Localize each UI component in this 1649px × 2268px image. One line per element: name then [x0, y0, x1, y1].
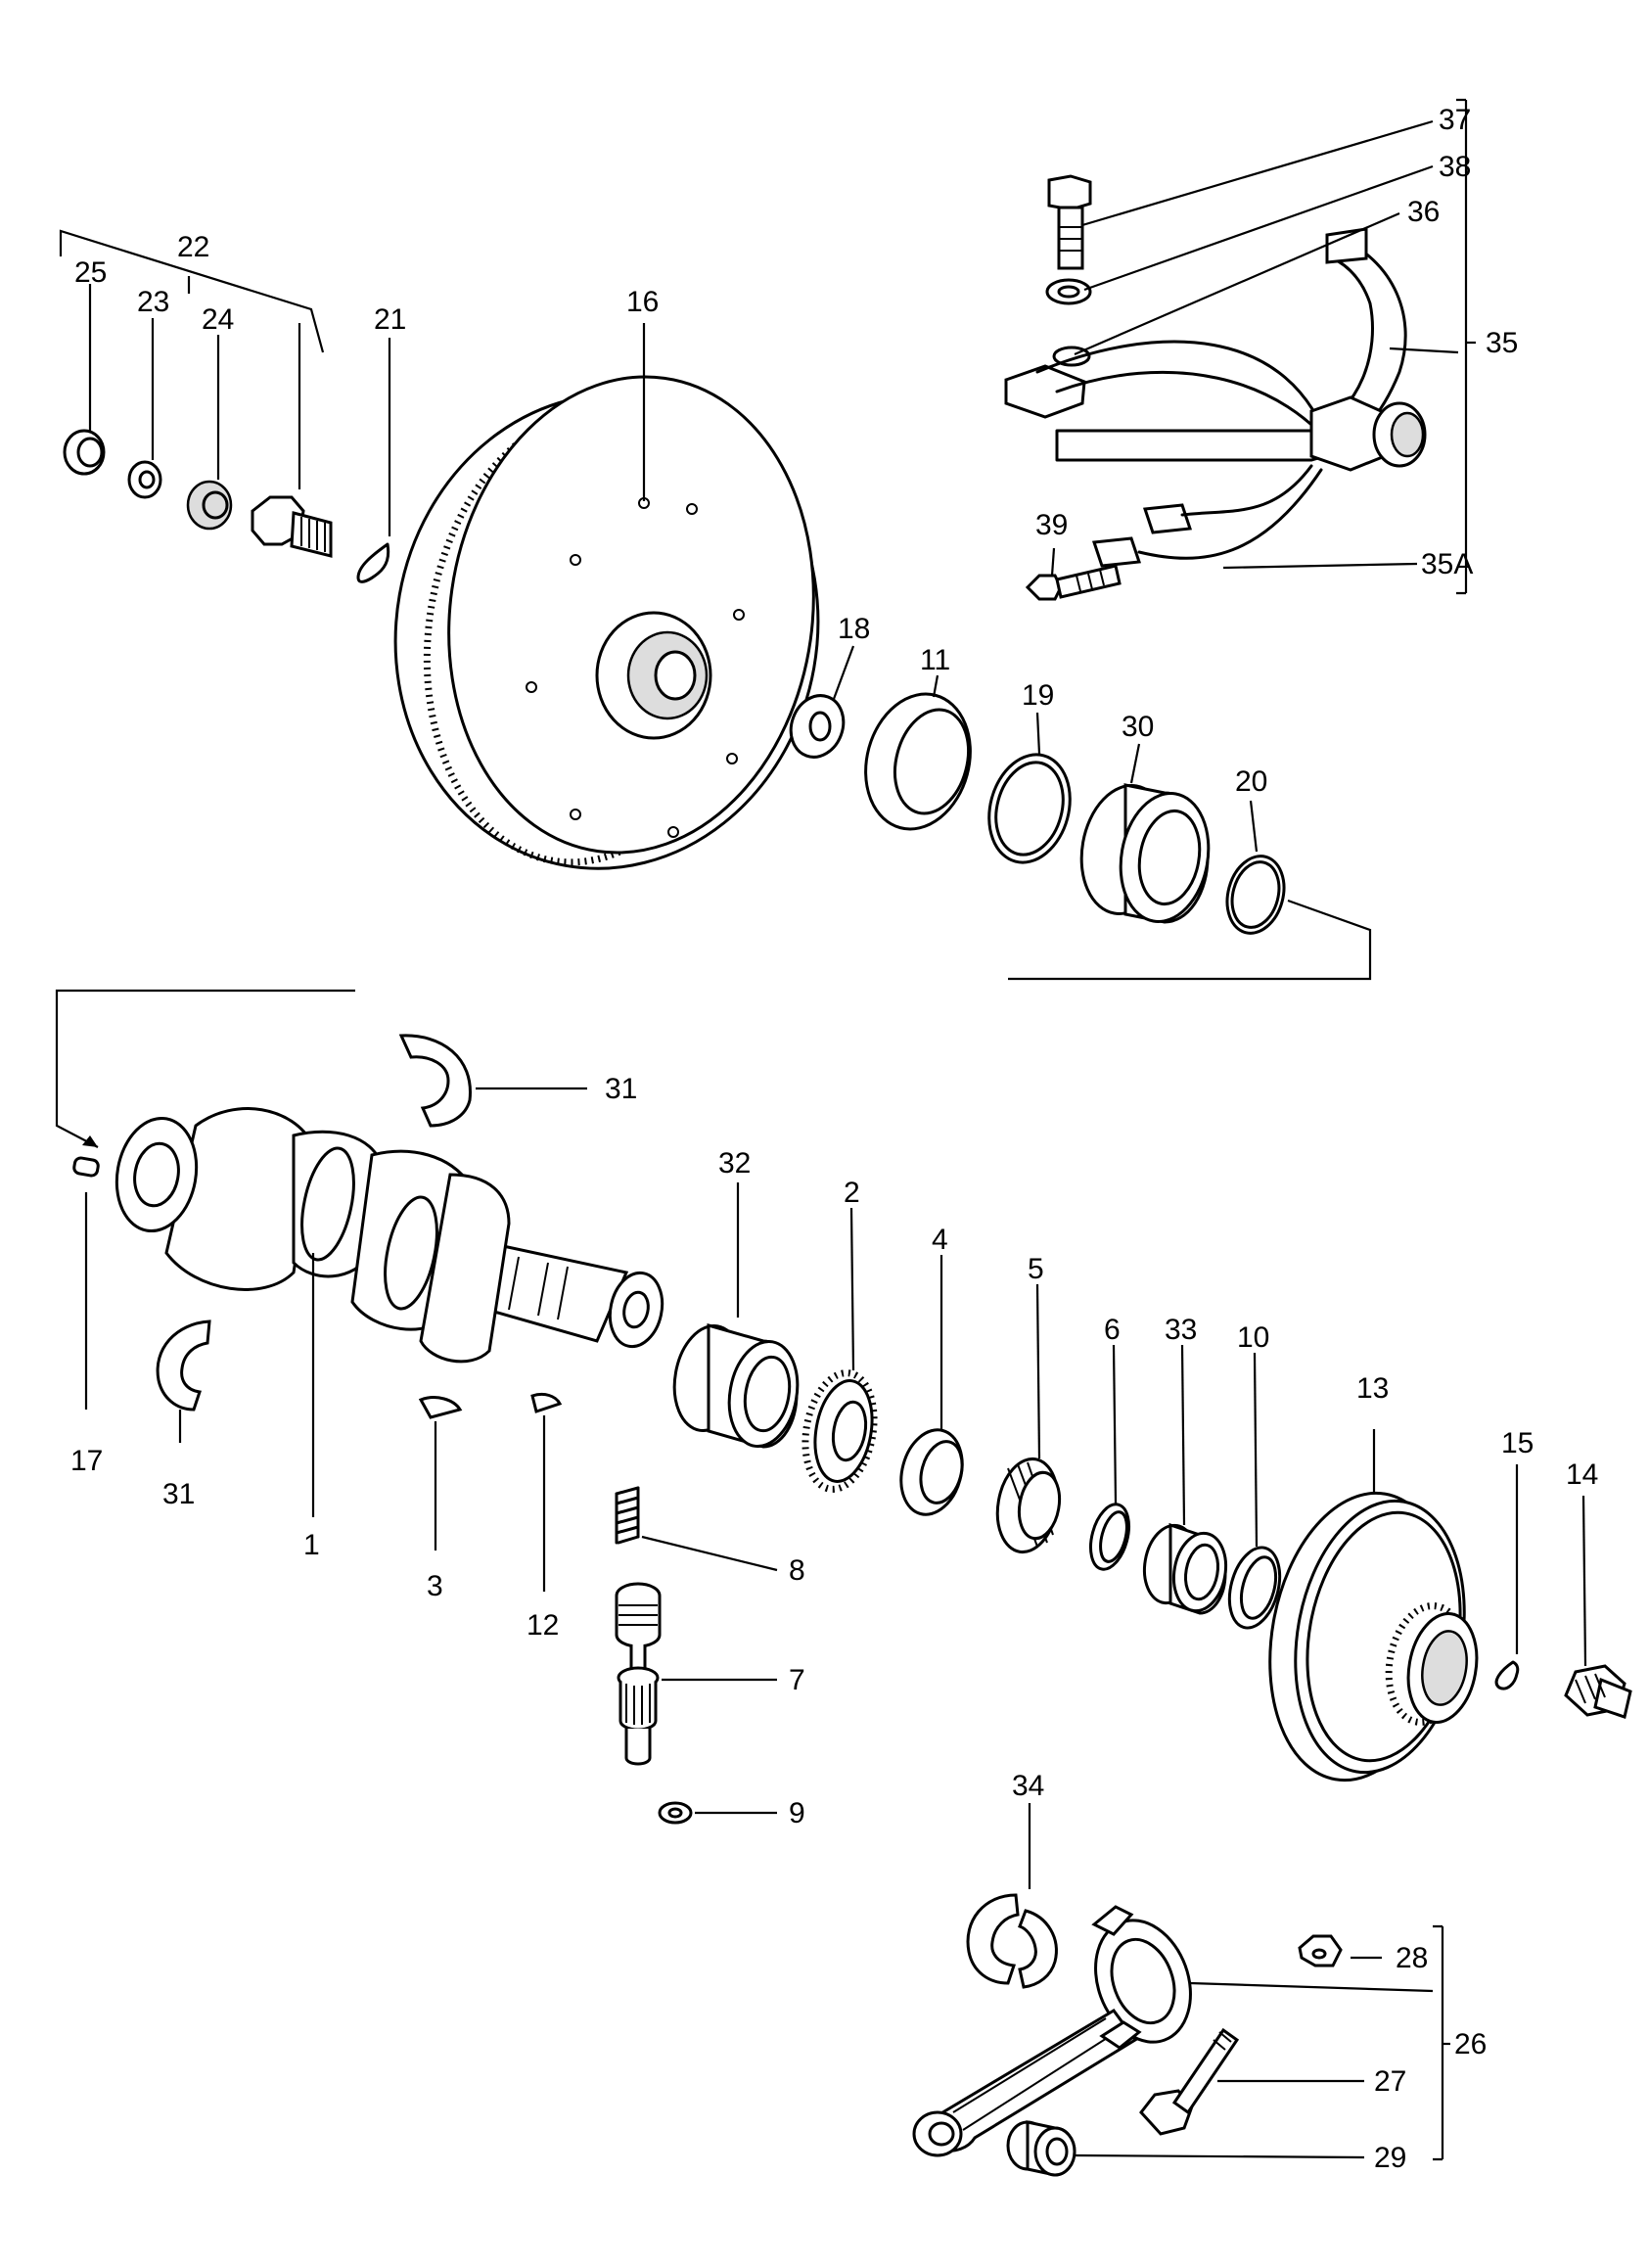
part-29-bush [1006, 2120, 1076, 2177]
callout-6: 6 [1104, 1314, 1121, 1346]
callout-3: 3 [427, 1570, 443, 1602]
part-35-bracket [1004, 227, 1427, 472]
part-39-bolt [1025, 564, 1122, 601]
assembly-arrow [55, 899, 1372, 1148]
callout-15: 15 [1501, 1427, 1534, 1459]
part-23-washer [127, 460, 162, 499]
callout-labels: 22 25 23 24 21 16 37 38 36 35 39 35A 18 … [70, 104, 1598, 2174]
part-21-circlip [356, 542, 390, 583]
part-1-crankshaft [115, 1107, 664, 1364]
part-2-gear [802, 1369, 878, 1493]
part-12-woodruff-key [530, 1392, 563, 1413]
part-28-nut [1298, 1934, 1343, 1967]
callout-34: 34 [1012, 1770, 1044, 1802]
part-22-gland-nut [251, 495, 333, 558]
part-32-bearing [672, 1323, 800, 1449]
callout-10: 10 [1237, 1321, 1269, 1354]
callout-18: 18 [838, 613, 870, 645]
part-27-bolt [1139, 2027, 1240, 2136]
callout-24: 24 [202, 303, 234, 336]
part-26-connecting-rod [912, 1905, 1192, 2157]
part-38-lock-washer [1045, 278, 1092, 305]
part-24-bearing [186, 480, 233, 531]
part-25-bush [63, 429, 106, 476]
callout-27: 27 [1374, 2065, 1406, 2098]
part-30-main-bearing [1079, 783, 1211, 924]
callout-21: 21 [374, 303, 406, 336]
part-37-bolt [1047, 174, 1092, 270]
callout-28: 28 [1396, 1942, 1428, 1974]
callout-35: 35 [1486, 327, 1518, 359]
callout-35a: 35A [1421, 548, 1473, 580]
callout-22: 22 [177, 231, 209, 263]
callout-19: 19 [1022, 679, 1054, 712]
part-14-pulley-bolt [1564, 1664, 1632, 1719]
callout-36: 36 [1407, 196, 1440, 228]
callout-9: 9 [789, 1797, 805, 1829]
leader-lines [84, 98, 1587, 2161]
callout-30: 30 [1122, 711, 1154, 743]
part-17-dowel-pin [72, 1156, 100, 1178]
callout-25: 25 [74, 256, 107, 289]
part-31a-bearing-shell [398, 1034, 472, 1128]
part-11-seal [864, 692, 972, 831]
part-9-washer [658, 1801, 693, 1825]
part-33-bearing [1142, 1522, 1228, 1615]
part-4-spacer [899, 1428, 964, 1516]
callout-13: 13 [1356, 1372, 1389, 1405]
callout-2: 2 [844, 1177, 860, 1209]
part-13-pulley [1268, 1491, 1479, 1782]
callout-7: 7 [789, 1664, 805, 1696]
part-10-oil-slinger [1227, 1546, 1282, 1630]
callout-31a: 31 [605, 1073, 637, 1105]
part-5-distributor-drive-gear [995, 1457, 1062, 1554]
callout-32: 32 [718, 1147, 751, 1180]
bracket-22 [59, 229, 325, 353]
callout-23: 23 [137, 286, 169, 318]
part-19-ring [987, 753, 1072, 864]
part-34-rod-bearing [966, 1893, 1058, 1989]
part-7-drive-pinion [615, 1582, 662, 1766]
part-8-spring [615, 1486, 640, 1545]
callout-5: 5 [1028, 1253, 1044, 1285]
part-31b-bearing-shell [156, 1319, 211, 1412]
callout-37: 37 [1439, 104, 1471, 136]
callout-8: 8 [789, 1554, 805, 1587]
part-15-lock-washer [1494, 1660, 1520, 1690]
part-6-circlip [1089, 1503, 1130, 1571]
callout-4: 4 [932, 1224, 948, 1256]
part-35a-strap [1091, 464, 1323, 568]
callout-11: 11 [920, 644, 950, 676]
callout-33: 33 [1165, 1314, 1197, 1346]
part-20-o-ring [1225, 855, 1286, 935]
part-3-woodruff-key [418, 1396, 463, 1419]
callout-29: 29 [1374, 2142, 1406, 2174]
callout-12: 12 [527, 1609, 559, 1642]
callout-31b: 31 [162, 1478, 195, 1510]
callout-14: 14 [1566, 1458, 1598, 1491]
part-18-shim-plate [789, 694, 846, 759]
part-16-flywheel [393, 375, 820, 870]
callout-39: 39 [1035, 509, 1068, 541]
callout-26: 26 [1454, 2028, 1487, 2060]
callout-38: 38 [1439, 151, 1471, 183]
callout-16: 16 [626, 286, 659, 318]
callout-17: 17 [70, 1445, 103, 1477]
callout-20: 20 [1235, 765, 1267, 798]
callout-1: 1 [303, 1529, 320, 1561]
